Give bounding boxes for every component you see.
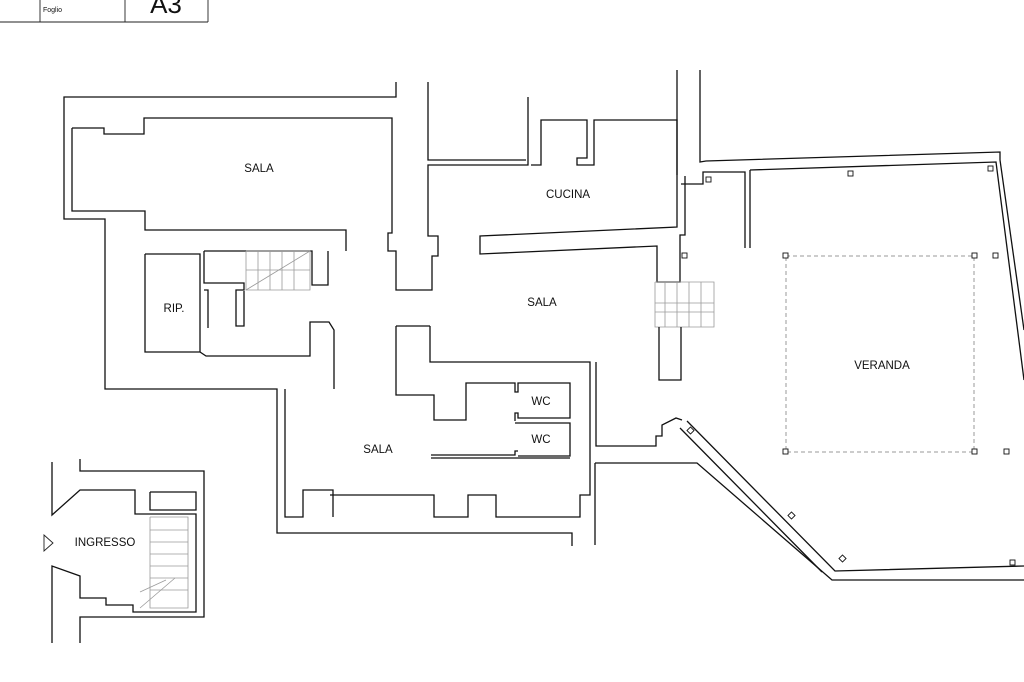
wc-block-walls (284, 325, 683, 518)
room-label-sala-center: SALA (527, 297, 557, 309)
title-block-field-label: Foglio (43, 7, 62, 14)
room-label-wc-lower: WC (531, 434, 550, 446)
rip-and-stair-block (144, 250, 335, 389)
room-label-ingresso: INGRESSO (75, 537, 136, 549)
ingresso-walls (43, 459, 205, 643)
room-label-sala-top-left: SALA (244, 163, 274, 175)
veranda-walls (594, 70, 1024, 581)
room-label-sala-bottom: SALA (363, 444, 393, 456)
title-block: Foglio A3 (0, 0, 209, 23)
room-label-veranda: VERANDA (854, 360, 910, 372)
room-label-wc-upper: WC (531, 396, 550, 408)
left-building-walls (63, 82, 573, 546)
center-stair (654, 281, 715, 381)
kitchen-walls (479, 70, 746, 283)
sheet-format-label: A3 (150, 0, 182, 19)
room-label-ripostiglio: RIP. (164, 303, 185, 315)
veranda-pergola (681, 165, 1016, 566)
room-label-cucina: CUCINA (546, 189, 590, 201)
